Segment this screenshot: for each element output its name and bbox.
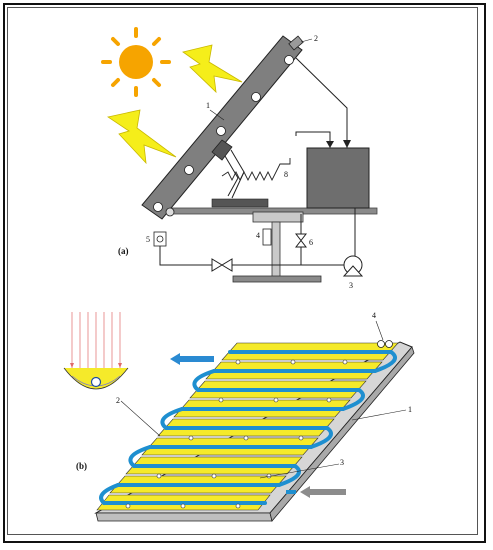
ray-trace-inset xyxy=(63,312,129,390)
label-support: 4 xyxy=(256,231,260,240)
inlet-arrow-icon xyxy=(300,486,346,498)
panel-a: 1 2 8 4 5 6 3 (a) xyxy=(101,27,378,290)
valve-icon xyxy=(377,340,393,348)
flow-meter xyxy=(153,231,167,247)
label-collector: 1 xyxy=(206,101,210,110)
strut xyxy=(224,155,239,197)
label-pump: 3 xyxy=(349,281,353,290)
storage-tank xyxy=(306,147,370,209)
figure-frame xyxy=(3,3,486,543)
lightning-bolt-icon xyxy=(106,109,177,165)
label-spring: 8 xyxy=(284,170,288,179)
label-reflector: 2 xyxy=(116,396,120,405)
label-valve-b: 4 xyxy=(372,311,376,320)
valve-icon xyxy=(211,258,233,272)
absorber-tubes xyxy=(102,350,393,505)
sun-icon xyxy=(101,27,171,97)
pump-icon xyxy=(342,255,364,277)
pedestal xyxy=(232,211,322,283)
panel-a-caption: (a) xyxy=(118,246,129,256)
spring-icon xyxy=(221,158,291,182)
tilted-collector xyxy=(141,35,303,220)
figure-inner-frame xyxy=(7,7,478,535)
label-plate: 3 xyxy=(340,458,344,467)
vent-cap xyxy=(288,35,304,51)
tube-studs xyxy=(125,359,348,509)
label-meter: 5 xyxy=(146,235,150,244)
valve-icon xyxy=(294,233,308,248)
label-absorber-tube: 1 xyxy=(408,405,412,414)
panel-b-caption: (b) xyxy=(76,461,87,471)
mount-block xyxy=(211,139,233,161)
lightning-bolt-icon xyxy=(182,44,243,94)
tube-bends xyxy=(99,350,397,505)
label-valve: 6 xyxy=(309,238,313,247)
support-bracket xyxy=(262,228,272,246)
panel-b: 4 2 1 3 (b) xyxy=(63,311,415,522)
mount-slab xyxy=(211,198,269,208)
outlet-arrow-icon xyxy=(170,353,214,365)
label-vent: 2 xyxy=(314,34,318,43)
